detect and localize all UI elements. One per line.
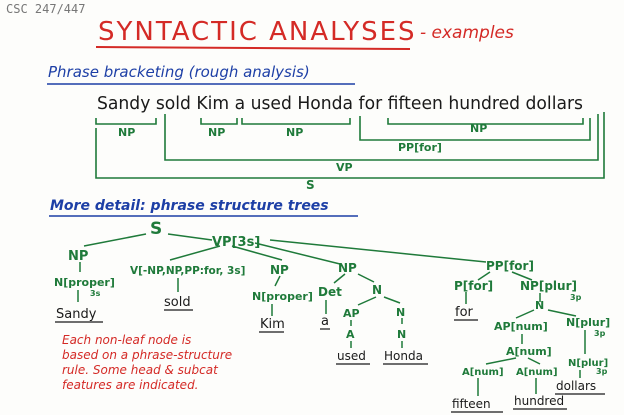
node-p: P[for] bbox=[454, 279, 493, 293]
bracket-np-dollars: NP bbox=[470, 122, 487, 135]
leaf-dollars: dollars bbox=[556, 379, 596, 393]
node-n-plur-feature: 3p bbox=[594, 329, 606, 338]
bracket-vp: VP bbox=[336, 161, 353, 174]
tree-nodes: S NP VP[3s] N[proper] 3s V[-NP,NP,PP:for… bbox=[54, 219, 610, 378]
node-np-kim: NP bbox=[270, 263, 289, 277]
node-n-plur-2-feature: 3p bbox=[596, 367, 608, 376]
node-ap: AP bbox=[343, 307, 360, 320]
node-n-honda: N bbox=[397, 328, 406, 341]
note-line-3: rule. Some head & subcat bbox=[62, 363, 219, 377]
node-verb: V[-NP,NP,PP:for, 3s] bbox=[130, 265, 245, 277]
leaf-sandy: Sandy bbox=[56, 307, 97, 322]
tree-edges bbox=[77, 233, 586, 396]
node-a-num-right: A[num] bbox=[516, 367, 558, 378]
bracket-np-sandy: NP bbox=[118, 126, 135, 139]
node-n-proper-kim: N[proper] bbox=[252, 290, 313, 303]
leaf-used: used bbox=[337, 349, 366, 363]
leaf-fifteen: fifteen bbox=[452, 397, 491, 411]
leaf-a: a bbox=[321, 314, 329, 329]
node-n-object: N bbox=[372, 283, 382, 297]
node-n-honda-parent: N bbox=[396, 306, 405, 319]
node-vp: VP[3s] bbox=[212, 235, 260, 250]
node-pp: PP[for] bbox=[486, 259, 534, 273]
title-underline bbox=[95, 46, 411, 50]
note-block: Each non-leaf node is based on a phrase-… bbox=[62, 333, 232, 392]
node-n-mid: N bbox=[535, 299, 544, 312]
node-ap-num: AP[num] bbox=[494, 320, 548, 333]
note-line-4: features are indicated. bbox=[62, 378, 199, 392]
leaf-honda: Honda bbox=[384, 349, 423, 363]
node-n-plur: N[plur] bbox=[566, 316, 610, 329]
node-np-subject: NP bbox=[68, 249, 88, 264]
node-a-num-left: A[num] bbox=[462, 367, 504, 378]
node-det: Det bbox=[318, 285, 342, 299]
example-sentence: Sandy sold Kim a used Honda for fifteen … bbox=[97, 93, 583, 114]
bracket-np-honda: NP bbox=[286, 126, 303, 139]
node-n-proper-sandy: N[proper] bbox=[54, 276, 115, 289]
leaf-kim: Kim bbox=[260, 317, 285, 332]
leaf-underlines bbox=[55, 309, 605, 413]
node-n-plur-2: N[plur] bbox=[568, 358, 608, 369]
bracket-pp-for: PP[for] bbox=[398, 141, 442, 154]
section-phrase-bracketing: Phrase bracketing (rough analysis) bbox=[48, 63, 310, 81]
leaf-sold: sold bbox=[164, 295, 191, 310]
tree-leaves: Sandy sold Kim a used Honda for dollars … bbox=[56, 295, 596, 411]
node-a-used: A bbox=[346, 328, 355, 341]
leaf-hundred: hundred bbox=[514, 394, 564, 408]
leaf-for: for bbox=[455, 305, 474, 320]
title-suffix: - examples bbox=[420, 23, 514, 43]
node-sandy-feature: 3s bbox=[90, 289, 101, 298]
node-np-plur-feature: 3p bbox=[570, 293, 582, 302]
note-line-1: Each non-leaf node is bbox=[62, 333, 191, 347]
course-number: CSC 247/447 bbox=[6, 2, 85, 16]
node-np-object: NP bbox=[338, 261, 357, 275]
bracket-lines bbox=[95, 112, 605, 179]
page-title: SYNTACTIC ANALYSES bbox=[98, 17, 417, 47]
node-a-num: A[num] bbox=[506, 345, 552, 358]
node-np-plur: NP[plur] bbox=[520, 279, 577, 293]
note-line-2: based on a phrase-structure bbox=[62, 348, 232, 362]
section-phrase-structure-trees: More detail: phrase structure trees bbox=[50, 198, 329, 214]
node-s: S bbox=[150, 219, 162, 239]
bracket-np-kim: NP bbox=[208, 126, 225, 139]
bracket-s: S bbox=[306, 178, 315, 192]
